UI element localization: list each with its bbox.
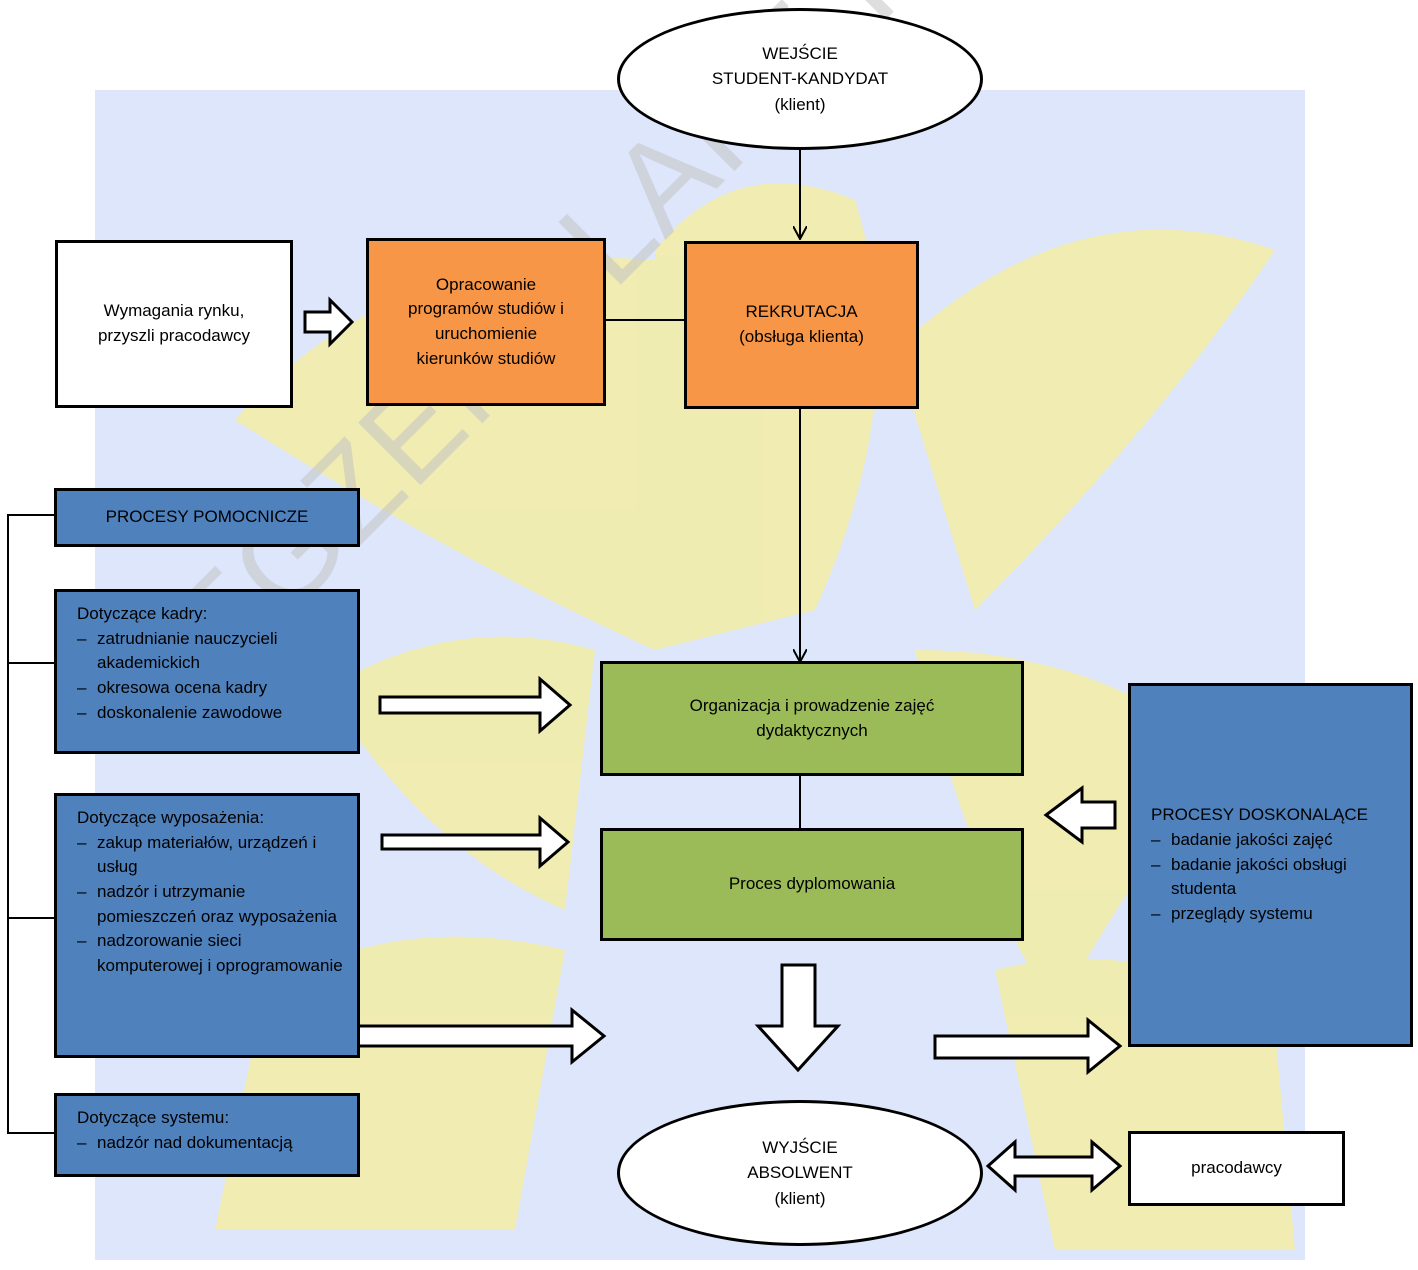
support-processes-title: PROCESY POMOCNICZE [54, 488, 360, 547]
diploma-to-output-arrow [754, 963, 842, 1073]
start-label-2: STUDENT-KANDYDAT [711, 69, 889, 89]
improvement-box: PROCESY DOSKONALĄCE badanie jakości zaję… [1128, 683, 1413, 1047]
end-label-2: ABSOLWENT [747, 1163, 853, 1183]
staff-item: doskonalenie zawodowe [77, 701, 343, 726]
staff-to-teaching-arrow [378, 675, 573, 735]
programs-label-4: kierunków studiów [416, 348, 556, 368]
start-label-1: WEJŚCIE [762, 43, 838, 63]
recruitment-label-2: (obsługa klienta) [739, 327, 864, 346]
improvement-to-diploma-arrow [1043, 785, 1117, 845]
equipment-item: zakup materiałów, urządzeń i usług [77, 831, 343, 880]
recruitment-label-1: REKRUTACJA [745, 302, 858, 322]
equipment-to-output-arrow [350, 1006, 607, 1066]
output-to-improvement-arrow [933, 1016, 1123, 1076]
system-box: Dotyczące systemu: nadzór nad dokumentac… [54, 1093, 360, 1177]
improvement-title: PROCESY DOSKONALĄCE [1151, 805, 1368, 825]
equipment-item: nadzór i utrzymanie pomieszczeń oraz wyp… [77, 880, 343, 929]
market-requirements-box: Wymagania rynku, przyszli pracodawcy [55, 240, 293, 408]
programs-label-3: uruchomienie [434, 324, 538, 343]
teaching-box: Organizacja i prowadzenie zajęć dydaktyc… [600, 661, 1024, 776]
start-ellipse: WEJŚCIE STUDENT-KANDYDAT (klient) [617, 8, 983, 150]
programs-label-2: programów studiów i [408, 299, 564, 319]
equipment-to-diploma-arrow [380, 814, 571, 870]
end-ellipse: WYJŚCIE ABSOLWENT (klient) [617, 1100, 983, 1246]
end-label-1: WYJŚCIE [762, 1137, 838, 1157]
start-label-3: (klient) [774, 94, 826, 114]
end-label-3: (klient) [774, 1188, 826, 1208]
diploma-box: Proces dyplomowania [600, 828, 1024, 941]
improvement-item: przeglądy systemu [1151, 902, 1396, 927]
improvement-item: badanie jakości obsługi studenta [1151, 853, 1396, 902]
market-to-programs-arrow [303, 296, 355, 348]
programs-box: Opracowanie programów studiów i uruchomi… [366, 238, 606, 406]
staff-item: okresowa ocena kadry [77, 676, 343, 701]
market-label-1: Wymagania rynku, [103, 301, 245, 321]
recruitment-box: REKRUTACJA (obsługa klienta) [684, 241, 919, 409]
staff-title: Dotyczące kadry: [77, 604, 208, 623]
support-bracket [7, 514, 55, 1134]
system-title: Dotyczące systemu: [77, 1108, 230, 1127]
staff-box: Dotyczące kadry: zatrudnianie nauczyciel… [54, 589, 360, 754]
employers-box: pracodawcy [1128, 1131, 1345, 1206]
improvement-item: badanie jakości zajęć [1151, 828, 1396, 853]
equipment-item: nadzorowanie sieci komputerowej i oprogr… [77, 929, 343, 978]
teaching-label-2: dydaktycznych [756, 720, 868, 740]
equipment-title: Dotyczące wyposażenia: [77, 808, 265, 827]
market-label-2: przyszli pracodawcy [97, 326, 251, 345]
equipment-box: Dotyczące wyposażenia: zakup materiałów,… [54, 793, 360, 1058]
teaching-label-1: Organizacja i prowadzenie zajęć [689, 695, 935, 715]
output-employers-double-arrow [985, 1138, 1123, 1194]
staff-item: zatrudnianie nauczycieli akademickich [77, 627, 343, 676]
programs-label-1: Opracowanie [435, 274, 537, 294]
system-item: nadzór nad dokumentacją [77, 1131, 293, 1156]
